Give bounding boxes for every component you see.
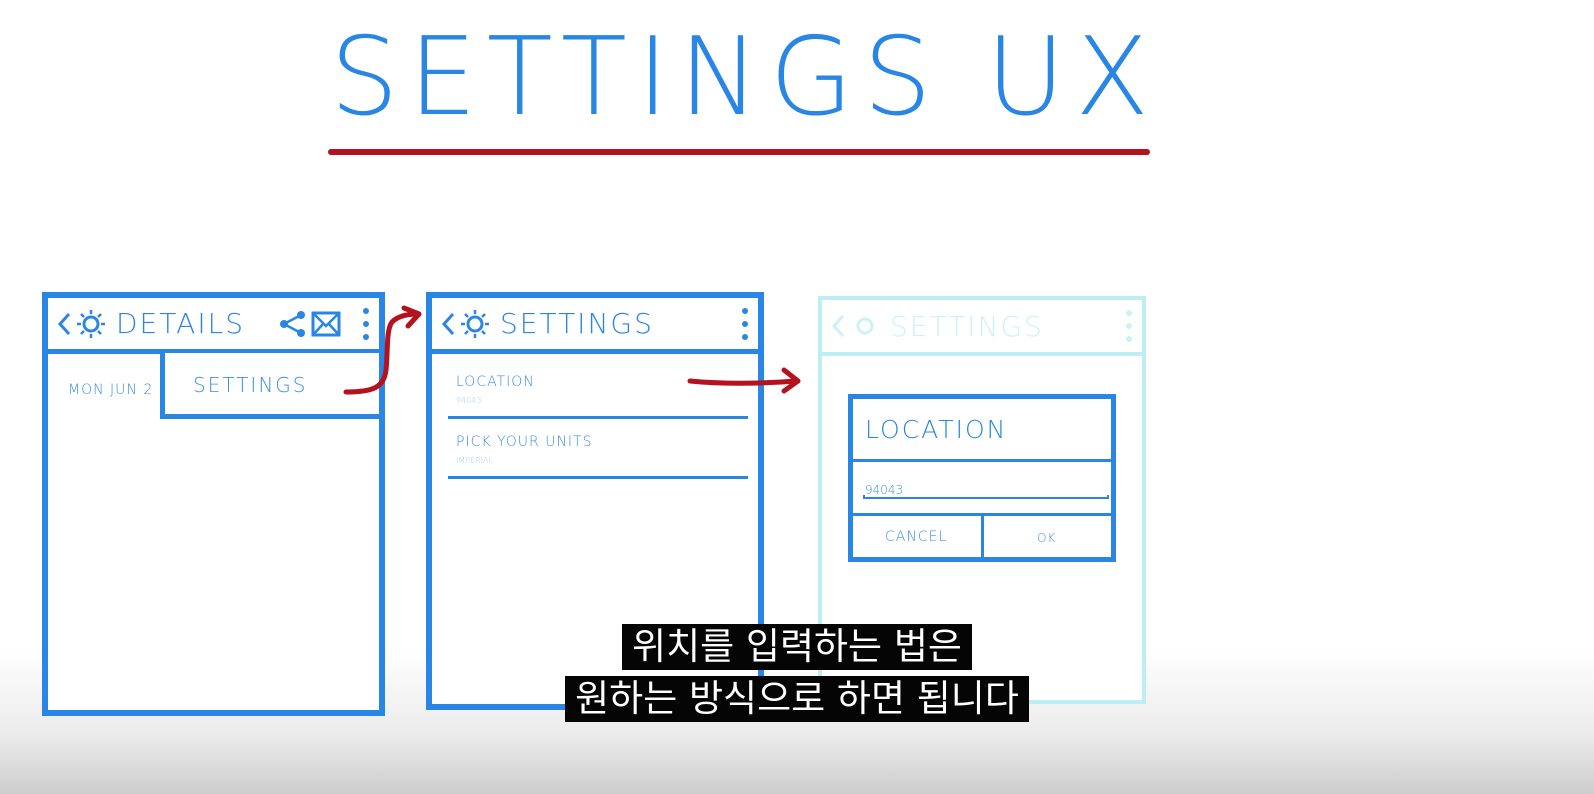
setting-location-value: 94043	[456, 396, 482, 405]
arrowhead-1	[401, 305, 422, 329]
subtitle-line-1: 위치를 입력하는 법은	[0, 624, 1594, 670]
subtitle-text-2: 원하는 방식으로 하면 됩니다	[565, 676, 1029, 722]
mail-icon[interactable]	[311, 310, 343, 338]
back-icon[interactable]	[56, 309, 72, 339]
page-title: SETTINGS UX	[330, 15, 1160, 140]
setting-location-label[interactable]: LOCATION	[456, 374, 535, 390]
overflow-menu-icon	[1122, 306, 1136, 346]
cancel-button[interactable]: CANCEL	[885, 529, 948, 545]
share-icon[interactable]	[279, 309, 307, 339]
dialog-divider	[853, 459, 1111, 462]
arrowhead-2	[781, 367, 801, 394]
details-bar-title: DETAILS	[116, 307, 245, 340]
title-underline	[328, 149, 1150, 155]
menu-item-settings[interactable]: SETTINGS	[193, 373, 308, 397]
dialog-button-divider	[981, 513, 984, 557]
setting-units-value: IMPERIAL	[456, 456, 493, 465]
settings-divider	[448, 476, 748, 479]
overflow-menu-icon[interactable]	[738, 304, 752, 344]
details-action-bar: DETAILS	[48, 298, 379, 354]
faded-action-bar: SETTINGS	[822, 300, 1142, 356]
settings-bar-title: SETTINGS	[500, 307, 654, 340]
subtitle-text-1: 위치를 입력하는 법은	[622, 624, 972, 670]
overflow-menu-icon[interactable]	[359, 304, 373, 344]
location-input-underline	[863, 495, 1109, 499]
location-dialog: LOCATION 94043 CANCEL OK	[848, 394, 1116, 562]
sun-icon	[77, 309, 105, 338]
sun-icon	[461, 309, 489, 338]
faded-bar-title: SETTINGS	[890, 309, 1044, 343]
ok-button[interactable]: OK	[1037, 531, 1057, 545]
settings-divider	[448, 416, 748, 419]
details-overflow-menu: SETTINGS	[160, 353, 379, 419]
location-input[interactable]: 94043	[865, 483, 904, 497]
settings-action-bar: SETTINGS	[432, 298, 758, 354]
details-date-text: MON JUN 2	[68, 382, 154, 398]
back-icon[interactable]	[440, 309, 456, 339]
subtitle-line-2: 원하는 방식으로 하면 됩니다	[0, 676, 1594, 722]
back-icon	[831, 314, 845, 338]
sun-icon	[856, 317, 874, 335]
dialog-title: LOCATION	[865, 415, 1008, 444]
setting-units-label[interactable]: PICK YOUR UNITS	[456, 434, 593, 450]
